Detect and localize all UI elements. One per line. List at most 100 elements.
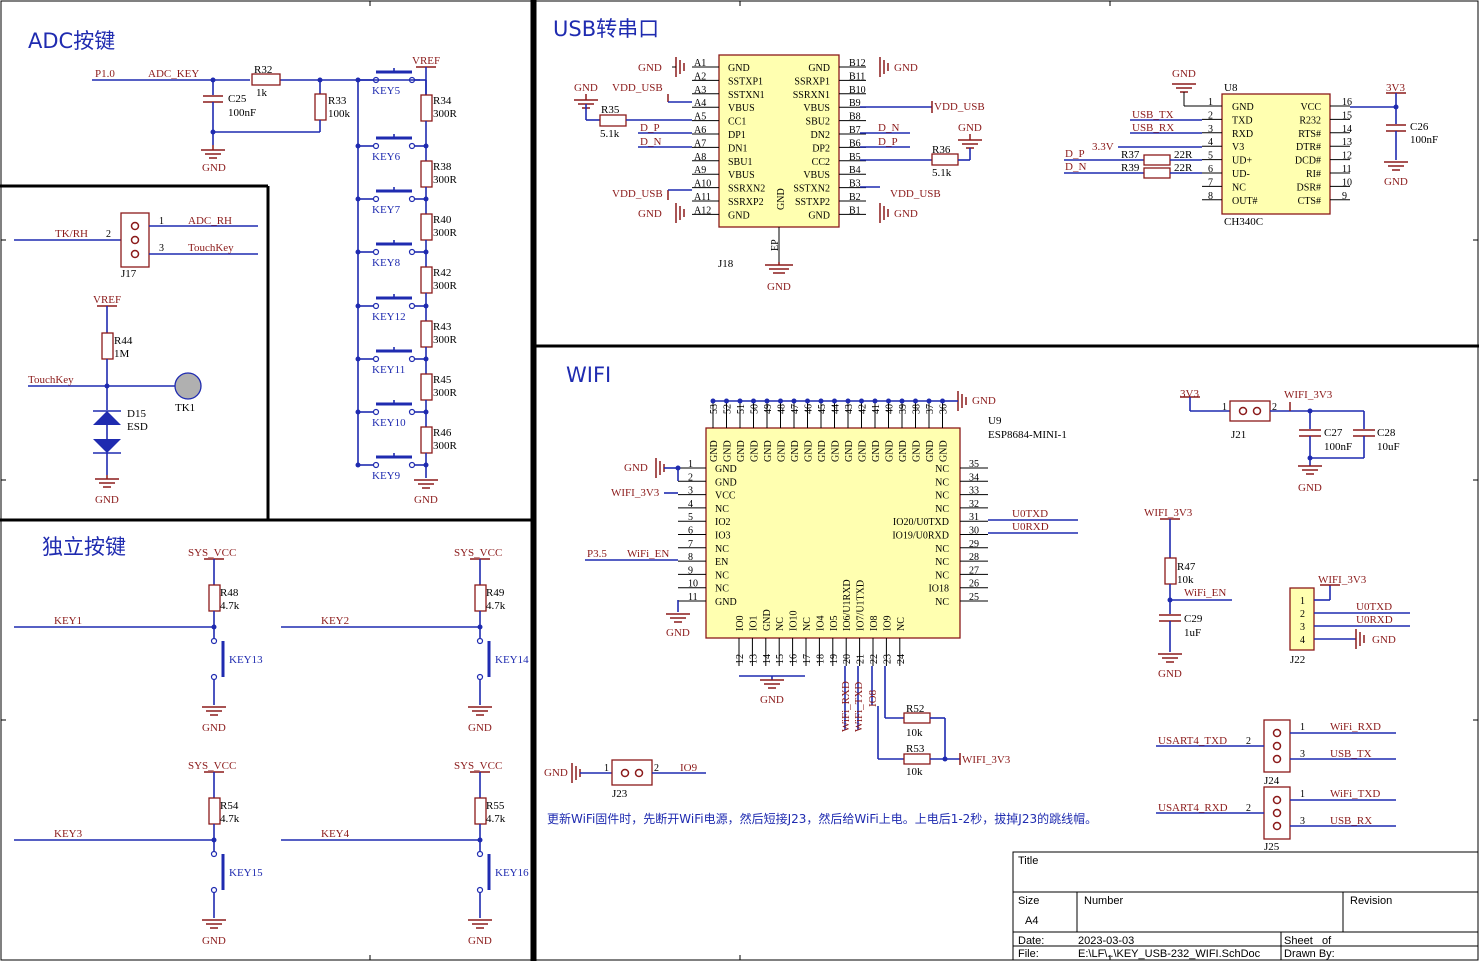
svg-text:1: 1 [159, 216, 164, 227]
usb-right-pin-num: B7 [849, 125, 861, 136]
esp-top-pin-num: 45 [817, 404, 828, 414]
esp-right-pin-name: NC [935, 570, 949, 581]
esp-bottom-pin-name: IO7/U1TXD [856, 580, 867, 631]
adc-key-label: KEY7 [372, 204, 401, 216]
r39-value: 22R [1174, 162, 1193, 174]
adc-key-ladder: KEY5R34300RKEY6R38300RKEY7R40300RKEY8R42… [355, 68, 458, 506]
r53-wifi3v3: WIFI_3V3 [962, 754, 1011, 766]
esp-left-pin-name: NC [715, 544, 729, 555]
r37-value: 22R [1174, 149, 1193, 161]
usb-gnd-b12: GND [894, 62, 918, 74]
esp-top-pin-num: 37 [925, 404, 936, 414]
indep-key-net: KEY1 [54, 615, 82, 627]
r36-value: 5.1k [932, 167, 952, 179]
diode-d15-bottom [93, 439, 121, 453]
indep-gnd: GND [468, 935, 492, 947]
esp-wifi3v3-left: WIFI_3V3 [611, 487, 660, 499]
jumper-j24 [1263, 719, 1291, 773]
esp-top-pin-name: GND [885, 440, 896, 462]
ch340-right-pin-name: CTS# [1298, 196, 1321, 207]
svg-text:2: 2 [1246, 736, 1251, 747]
esp-bottom-pin-num: 17 [802, 654, 813, 664]
r53-label: R53 [906, 743, 925, 755]
esp-top-pin-name: GND [898, 440, 909, 462]
jumper-j21 [1229, 400, 1271, 422]
esp-bottom-pin-name: IO6/U1RXD [842, 579, 853, 631]
ch340-left-pin-name: V3 [1232, 142, 1244, 153]
j24-wifi-rxd: WiFi_RXD [1330, 721, 1381, 733]
usb-dn-left: D_N [640, 136, 661, 148]
esp-top-pin-name: GND [844, 440, 855, 462]
resistor-ladder [420, 160, 433, 188]
c29-label: C29 [1184, 613, 1203, 625]
ch340-left-pin-name: OUT# [1232, 196, 1258, 207]
j25-usb-rx: USB_RX [1330, 815, 1372, 827]
esp-top-pin-num: 52 [723, 404, 734, 414]
usb-dp-left: D_P [640, 122, 660, 134]
r47-wifi-en: WiFi_EN [1184, 587, 1226, 599]
usb-left-pin-num: A5 [694, 112, 706, 123]
esp-top-pin-num: 53 [709, 404, 720, 414]
esp-bottom-pin-num: 20 [842, 654, 853, 664]
resistor-r33 [314, 93, 327, 121]
ch340-left-pin-name: UD- [1232, 169, 1250, 180]
esp-left-pin-num: 5 [688, 512, 693, 523]
j23-gnd: GND [544, 767, 568, 779]
esp-bottom-pin-name: IO1 [748, 615, 759, 631]
esp-bottom-pin-name: IO9 [882, 615, 893, 631]
esp-right-pin-num: 34 [969, 472, 979, 483]
usb-right-pin-name: DN2 [811, 130, 830, 141]
tb-size-value: A4 [1025, 915, 1038, 927]
esp-top-pin-num: 42 [858, 404, 869, 414]
esp-bottom-pin-num: 18 [815, 654, 826, 664]
usb-right-pin-num: B5 [849, 152, 861, 163]
esp-top-pin-num: 36 [939, 404, 950, 414]
jumper-j23 [611, 759, 653, 786]
j22-label: J22 [1290, 654, 1305, 666]
usb-left-pin-name: SSRXP2 [728, 197, 764, 208]
adc-res-label: R45 [433, 374, 452, 386]
net-touchkey-j17: TouchKey [188, 242, 234, 254]
svg-text:3: 3 [159, 243, 164, 254]
esp-gnd-top: GND [972, 395, 996, 407]
touch-circuit: TK/RH 2 1 3 ADC_RH TouchKey J17 VREF R44… [14, 212, 258, 506]
esp-io8: IO8 [867, 689, 879, 707]
tb-file-value: E:\LF\..\KEY_USB-232_WIFI.SchDoc [1078, 948, 1261, 960]
adc-key-label: KEY9 [372, 470, 401, 482]
j21-label: J21 [1231, 429, 1246, 441]
resistor-r44 [101, 332, 114, 360]
usb-gnd-a1: GND [638, 62, 662, 74]
usb-right-pin-num: B4 [849, 165, 861, 176]
r35-value: 5.1k [600, 128, 620, 140]
j21-power: 3V3 1 2 J21 WIFI_3V3 GND C27 100nF C28 1… [1180, 388, 1400, 494]
usb-vdd-b4: VDD_USB [890, 188, 941, 200]
firmware-update-note: 更新WiFi固件时，先断开WiFi电源，然后短接J23，然后给WiFi上电。上电… [547, 811, 1097, 826]
usb-left-pin-num: A11 [694, 192, 711, 203]
ch340-right-pin-name: RI# [1306, 169, 1321, 180]
ch340-right-pin-num: 16 [1342, 97, 1352, 108]
en-rc-circuit: WIFI_3V3 R47 10k WiFi_EN C29 1uF GND [1144, 507, 1232, 680]
usb-vdd-a9: VDD_USB [612, 188, 663, 200]
svg-text:1: 1 [1222, 402, 1227, 413]
esp-bottom-pin-name: IO10 [789, 610, 800, 631]
usb-vdd-b9: VDD_USB [934, 101, 985, 113]
ch340-right-pin-name: RTS# [1298, 129, 1321, 140]
touch-gnd: GND [95, 494, 119, 506]
usb-left-pin-name: SSTXP1 [728, 76, 763, 87]
esp-right-pin-name: IO19/U0RXD [892, 531, 949, 542]
j18-label: J18 [718, 258, 734, 270]
resistor-ladder [420, 266, 433, 294]
esp-left-pin-name: EN [715, 557, 728, 568]
esp-top-pin-num: 40 [885, 404, 896, 414]
net-adc-key: ADC_KEY [148, 68, 199, 80]
indep-sysvcc: SYS_VCC [188, 760, 236, 772]
esp-top-pin-num: 38 [912, 404, 923, 414]
ch340-left-pin-name: UD+ [1232, 156, 1252, 167]
esp-right-pin-name: NC [935, 491, 949, 502]
r39-label: R39 [1121, 162, 1140, 174]
usb-right-pin-num: B10 [849, 85, 866, 96]
usb-left-pin-name: DP1 [728, 130, 746, 141]
resistor-ladder [420, 94, 433, 122]
